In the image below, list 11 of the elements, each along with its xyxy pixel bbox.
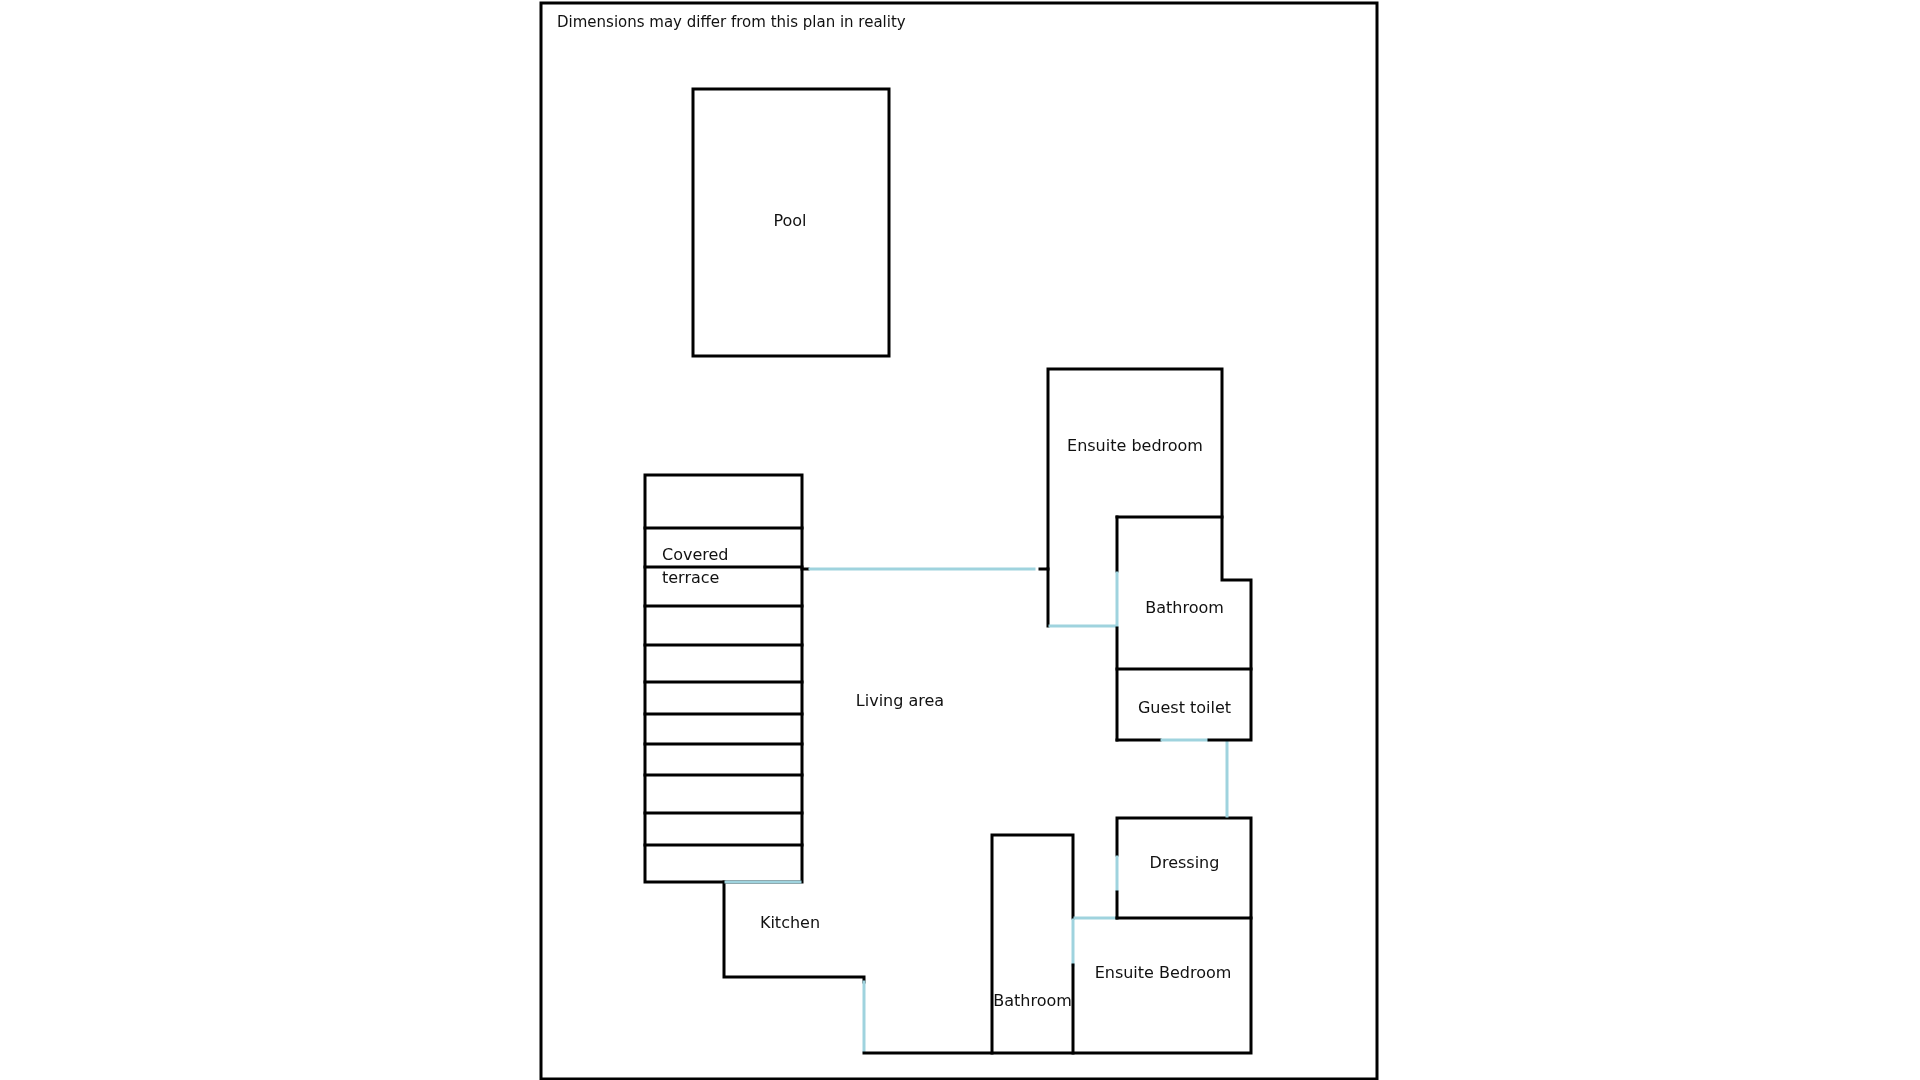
disclaimer-note: Dimensions may differ from this plan in reality <box>557 13 906 31</box>
room-label: Dressing <box>1149 852 1220 874</box>
room-label: Bathroom <box>993 989 1072 1012</box>
room-label: Covered terrace <box>662 544 730 589</box>
room-label: Ensuite bedroom <box>1067 434 1203 457</box>
room-label: Ensuite Bedroom <box>1094 962 1232 984</box>
room-label: Pool <box>773 209 807 232</box>
room-label: Living area <box>855 689 945 712</box>
room-label: Guest toilet <box>1137 697 1232 719</box>
room-label: Bathroom <box>1145 597 1224 619</box>
room-label: Kitchen <box>759 912 821 934</box>
